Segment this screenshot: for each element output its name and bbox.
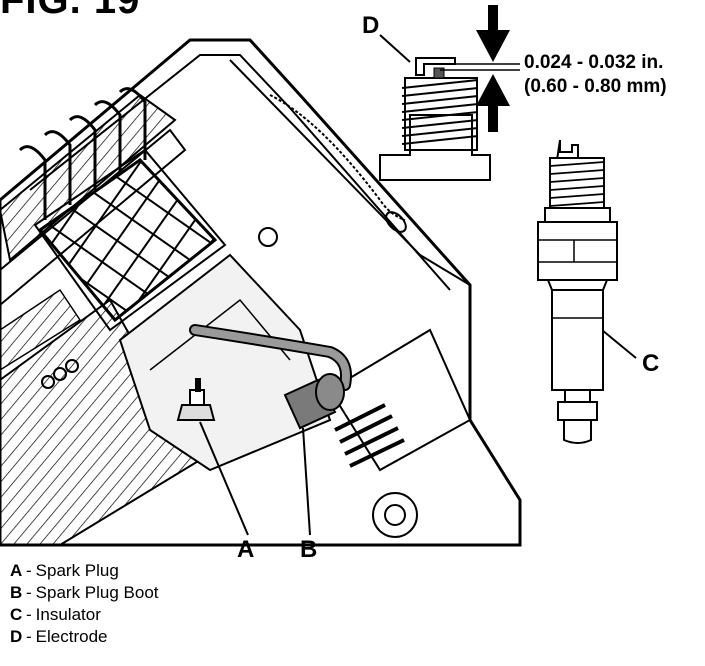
legend-label: Insulator	[35, 605, 101, 624]
legend-separator: -	[26, 627, 32, 646]
callout-c: C	[642, 350, 660, 377]
legend-item-d: D-Electrode	[10, 626, 159, 648]
spark-plug-side-view	[537, 139, 618, 444]
leader-lines	[199, 34, 637, 536]
leader-b	[302, 427, 311, 536]
figure-title: FIG. 19	[0, 0, 141, 22]
legend-label: Electrode	[35, 627, 108, 646]
installed-spark-plug	[176, 378, 216, 421]
legend-item-c: C-Insulator	[10, 604, 159, 626]
gap-spec-inches: 0.024 - 0.032 in.	[524, 52, 664, 73]
legend-separator: -	[26, 561, 32, 580]
legend-item-a: A-Spark Plug	[10, 560, 159, 582]
legend-letter: D	[10, 627, 23, 646]
legend-letter: B	[10, 583, 23, 602]
leader-d	[379, 34, 411, 63]
legend-letter: C	[10, 605, 23, 624]
leader-c	[601, 329, 637, 359]
leader-a	[199, 421, 249, 536]
legend-label: Spark Plug	[35, 561, 119, 580]
electrode-gap-detail	[379, 5, 520, 181]
gap-spec-millimeters: (0.60 - 0.80 mm)	[524, 76, 667, 97]
legend: A-Spark Plug B-Spark Plug Boot C-Insulat…	[10, 560, 159, 648]
callout-b: B	[300, 536, 318, 563]
legend-label: Spark Plug Boot	[35, 583, 159, 602]
spark-plug-boot	[189, 324, 352, 430]
callout-a: A	[237, 536, 255, 563]
legend-separator: -	[26, 605, 32, 624]
callout-d: D	[362, 12, 380, 39]
engine-housing	[0, 38, 522, 547]
legend-letter: A	[10, 561, 23, 580]
legend-item-b: B-Spark Plug Boot	[10, 582, 159, 604]
legend-separator: -	[26, 583, 32, 602]
